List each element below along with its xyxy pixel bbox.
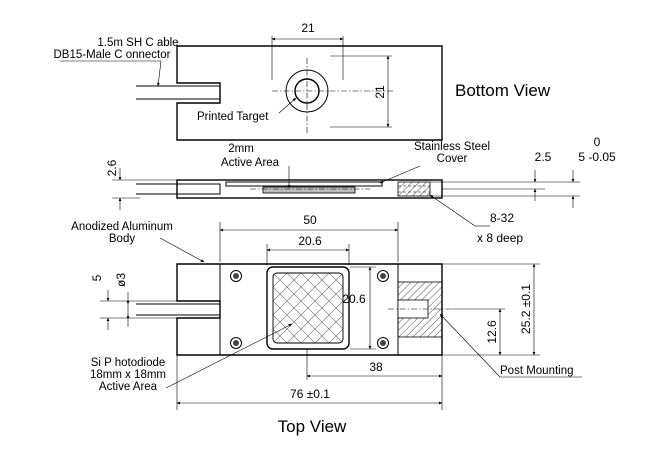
leader-post	[439, 313, 501, 378]
body-label-line2: Body	[109, 233, 135, 245]
photodiode-line3: Active Area	[99, 381, 158, 393]
thread-callout-line2: x 8 deep	[477, 231, 523, 245]
side-dim-height: 2.6	[105, 159, 119, 176]
bottom-view-title: Bottom View	[455, 81, 551, 100]
side-cable-slot	[176, 183, 221, 195]
top-view: 50 20.6 20.6 5 ø3 12.6 25.2 ±0.1 38	[71, 213, 582, 436]
post-mounting-label: Post Mounting	[500, 365, 574, 377]
side-dim-tol-upper: 0	[594, 135, 601, 149]
printed-target-label: Printed Target	[197, 111, 269, 123]
bottom-body-outline	[176, 45, 443, 141]
side-view: 2.6 2mm Active Area Stainless Steel Cove…	[105, 135, 616, 245]
top-dim-window: 20.6	[298, 234, 322, 248]
bottom-dim-height: 21	[373, 85, 387, 99]
top-dim-total-length: 76 ±0.1	[290, 387, 330, 401]
top-dim-38: 38	[369, 360, 383, 374]
top-dim-window-v: 20.6	[342, 292, 366, 306]
mounting-screw	[377, 337, 389, 349]
body-label-line1: Anodized Aluminum	[71, 221, 173, 233]
photodiode-line2: 18mm x 18mm	[90, 369, 166, 381]
active-area-line1: 2mm	[228, 143, 254, 155]
thread-callout-line1: 8-32	[490, 211, 514, 225]
cover-line1: Stainless Steel	[414, 141, 490, 153]
detector-window-outer	[266, 266, 350, 350]
mounting-screw	[230, 337, 242, 349]
cable-label-line1: 1.5m SH C able	[97, 37, 178, 49]
leader-cover	[379, 165, 421, 184]
leader-target	[278, 97, 297, 114]
top-dim-hole-dia: ø3	[114, 273, 128, 287]
top-dim-post-height: 12.6	[485, 320, 499, 344]
leader-body	[159, 237, 205, 263]
leader-photodiode	[165, 323, 293, 389]
side-dim-tol-main: 5 -0.05	[578, 150, 616, 164]
mounting-screw	[230, 270, 242, 282]
top-view-title: Top View	[278, 417, 347, 436]
side-active-area	[262, 186, 356, 194]
leader-cable	[156, 60, 162, 87]
bottom-dim-width: 21	[301, 21, 315, 35]
top-dim-hole-spacing: 5	[90, 274, 104, 281]
photodiode-line1: Si P hotodiode	[91, 357, 166, 369]
leader-thread	[429, 194, 476, 227]
bottom-view: 21 21 1.5m SH C able DB15-Male C onnecto…	[54, 21, 551, 141]
cover-line2: Cover	[437, 153, 468, 165]
side-steel-cover	[225, 181, 383, 187]
mounting-screw	[377, 270, 389, 282]
photodiode-active-area	[272, 272, 344, 344]
top-dim-total-height: 25.2 ±0.1	[519, 284, 533, 334]
side-thread-hatch	[397, 181, 431, 197]
side-dim-thread-depth: 2.5	[535, 150, 552, 164]
top-dim-width: 50	[303, 213, 317, 227]
active-area-line2: Active Area	[221, 157, 280, 169]
cable-label-line2: DB15-Male C onnector	[54, 49, 171, 61]
